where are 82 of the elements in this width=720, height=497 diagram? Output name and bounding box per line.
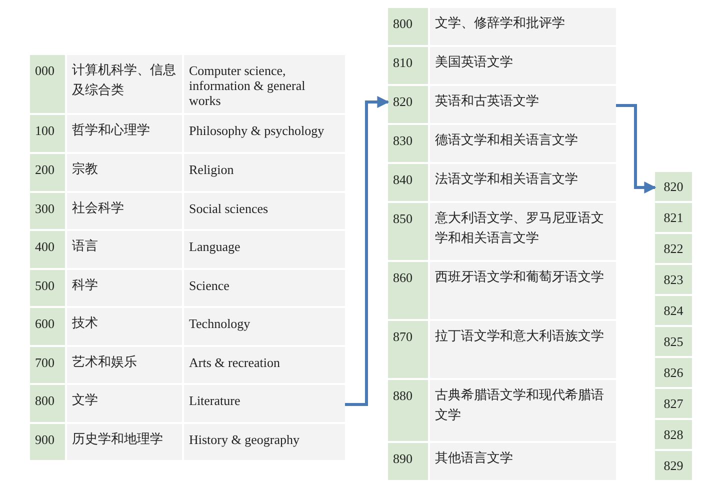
category-name-en: Philosophy & psychology bbox=[184, 115, 345, 152]
category-name: 意大利语文学、罗马尼亚语文学和相关语言文学 bbox=[430, 203, 616, 260]
category-name: 社会科学 bbox=[67, 193, 182, 229]
class-code: 822 bbox=[655, 234, 692, 263]
category-name: 美国英语文学 bbox=[430, 47, 616, 84]
class-code: 870 bbox=[388, 321, 428, 378]
table-row bbox=[30, 55, 345, 115]
arrow bbox=[616, 104, 656, 194]
class-code: 800 bbox=[30, 385, 65, 422]
category-name-en: Arts & recreation bbox=[184, 347, 345, 383]
class-code: 800 bbox=[388, 8, 428, 45]
class-code: 890 bbox=[388, 443, 428, 480]
class-code: 000 bbox=[30, 55, 65, 113]
category-name-en: Technology bbox=[184, 308, 345, 345]
category-name: 哲学和心理学 bbox=[67, 115, 182, 152]
class-code: 300 bbox=[30, 193, 65, 229]
table-row bbox=[388, 164, 616, 203]
class-code: 900 bbox=[30, 424, 65, 460]
table-row bbox=[30, 193, 345, 231]
category-name: 计算机科学、信息及综合类 bbox=[67, 55, 182, 113]
class-code: 500 bbox=[30, 270, 65, 306]
table-row bbox=[388, 262, 616, 321]
category-name-en: Social sciences bbox=[184, 193, 345, 229]
category-name-en: History & geography bbox=[184, 424, 345, 460]
class-code: 828 bbox=[655, 420, 692, 449]
class-code: 700 bbox=[30, 347, 65, 383]
category-name: 技术 bbox=[67, 308, 182, 345]
arrow bbox=[345, 96, 390, 406]
category-name: 语言 bbox=[67, 231, 182, 268]
class-code: 840 bbox=[388, 164, 428, 201]
class-code: 100 bbox=[30, 115, 65, 152]
table-row bbox=[30, 424, 345, 462]
table-row bbox=[388, 380, 616, 443]
table-row bbox=[30, 115, 345, 154]
category-name: 宗教 bbox=[67, 154, 182, 191]
category-name-en: Literature bbox=[184, 385, 345, 422]
class-code: 821 bbox=[655, 203, 692, 232]
table-row bbox=[388, 47, 616, 86]
category-name: 古典希腊语文学和现代希腊语文学 bbox=[430, 380, 616, 441]
table-row bbox=[388, 86, 616, 125]
category-name: 文学、修辞学和批评学 bbox=[430, 8, 616, 45]
class-code: 200 bbox=[30, 154, 65, 191]
table-row bbox=[388, 125, 616, 164]
table-row bbox=[388, 203, 616, 262]
class-code: 850 bbox=[388, 203, 428, 260]
category-name-en: Religion bbox=[184, 154, 345, 191]
category-name: 西班牙语文学和葡萄牙语文学 bbox=[430, 262, 616, 319]
class-code: 827 bbox=[655, 389, 692, 418]
table-row bbox=[388, 8, 616, 47]
category-name: 德语文学和相关语言文学 bbox=[430, 125, 616, 162]
class-code: 600 bbox=[30, 308, 65, 345]
table-row bbox=[30, 347, 345, 385]
table-row bbox=[30, 270, 345, 308]
category-name: 其他语言文学 bbox=[430, 443, 616, 480]
class-code: 823 bbox=[655, 265, 692, 294]
class-code: 820 bbox=[388, 86, 428, 123]
class-code: 824 bbox=[655, 296, 692, 325]
class-code: 810 bbox=[388, 47, 428, 84]
class-code: 825 bbox=[655, 327, 692, 356]
table-row bbox=[388, 321, 616, 380]
table-row bbox=[30, 385, 345, 424]
category-name: 拉丁语文学和意大利语族文学 bbox=[430, 321, 616, 378]
category-name: 科学 bbox=[67, 270, 182, 306]
class-code: 400 bbox=[30, 231, 65, 268]
class-code: 830 bbox=[388, 125, 428, 162]
table-row bbox=[30, 154, 345, 193]
class-code: 820 bbox=[655, 172, 692, 201]
class-code: 880 bbox=[388, 380, 428, 441]
category-name: 法语文学和相关语言文学 bbox=[430, 164, 616, 201]
table-row bbox=[30, 231, 345, 270]
category-name-en: Computer science, information & general works bbox=[184, 55, 345, 113]
category-name-en: Language bbox=[184, 231, 345, 268]
class-code: 860 bbox=[388, 262, 428, 319]
table-row bbox=[30, 308, 345, 347]
table-row bbox=[388, 443, 616, 482]
category-name-en: Science bbox=[184, 270, 345, 306]
category-name: 文学 bbox=[67, 385, 182, 422]
category-name: 历史学和地理学 bbox=[67, 424, 182, 460]
class-code: 829 bbox=[655, 451, 692, 480]
category-name: 艺术和娱乐 bbox=[67, 347, 182, 383]
class-code: 826 bbox=[655, 358, 692, 387]
category-name: 英语和古英语文学 bbox=[430, 86, 616, 123]
